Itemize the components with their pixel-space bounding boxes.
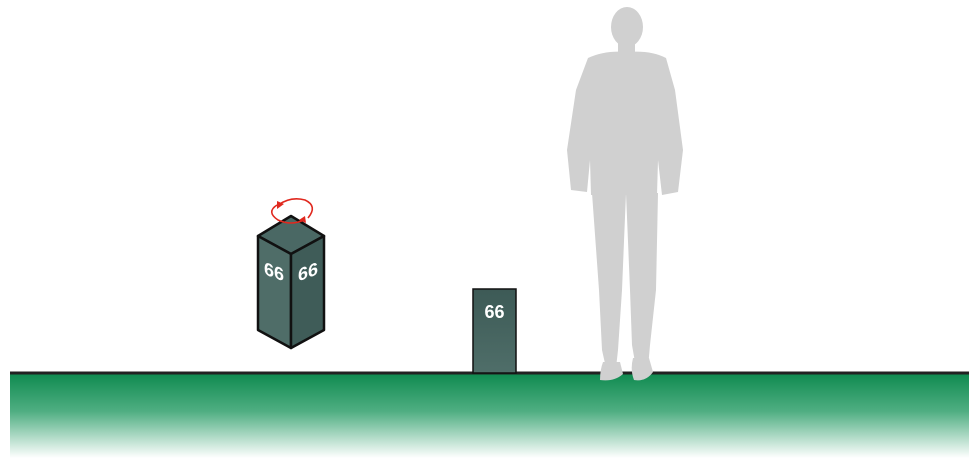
post-front-number: 66 (484, 302, 504, 322)
rotate-arrows-icon[interactable] (270, 198, 314, 224)
post-3d-right-number: 66 (298, 258, 318, 286)
post-3d-left-face (256, 234, 293, 350)
person-silhouette (567, 7, 683, 381)
post-front: 66 (472, 288, 517, 374)
post-3d-left-number: 66 (264, 258, 284, 286)
ground (10, 371, 969, 458)
post-3d-right-face (289, 234, 326, 350)
post-3d: 66 66 (256, 198, 326, 350)
